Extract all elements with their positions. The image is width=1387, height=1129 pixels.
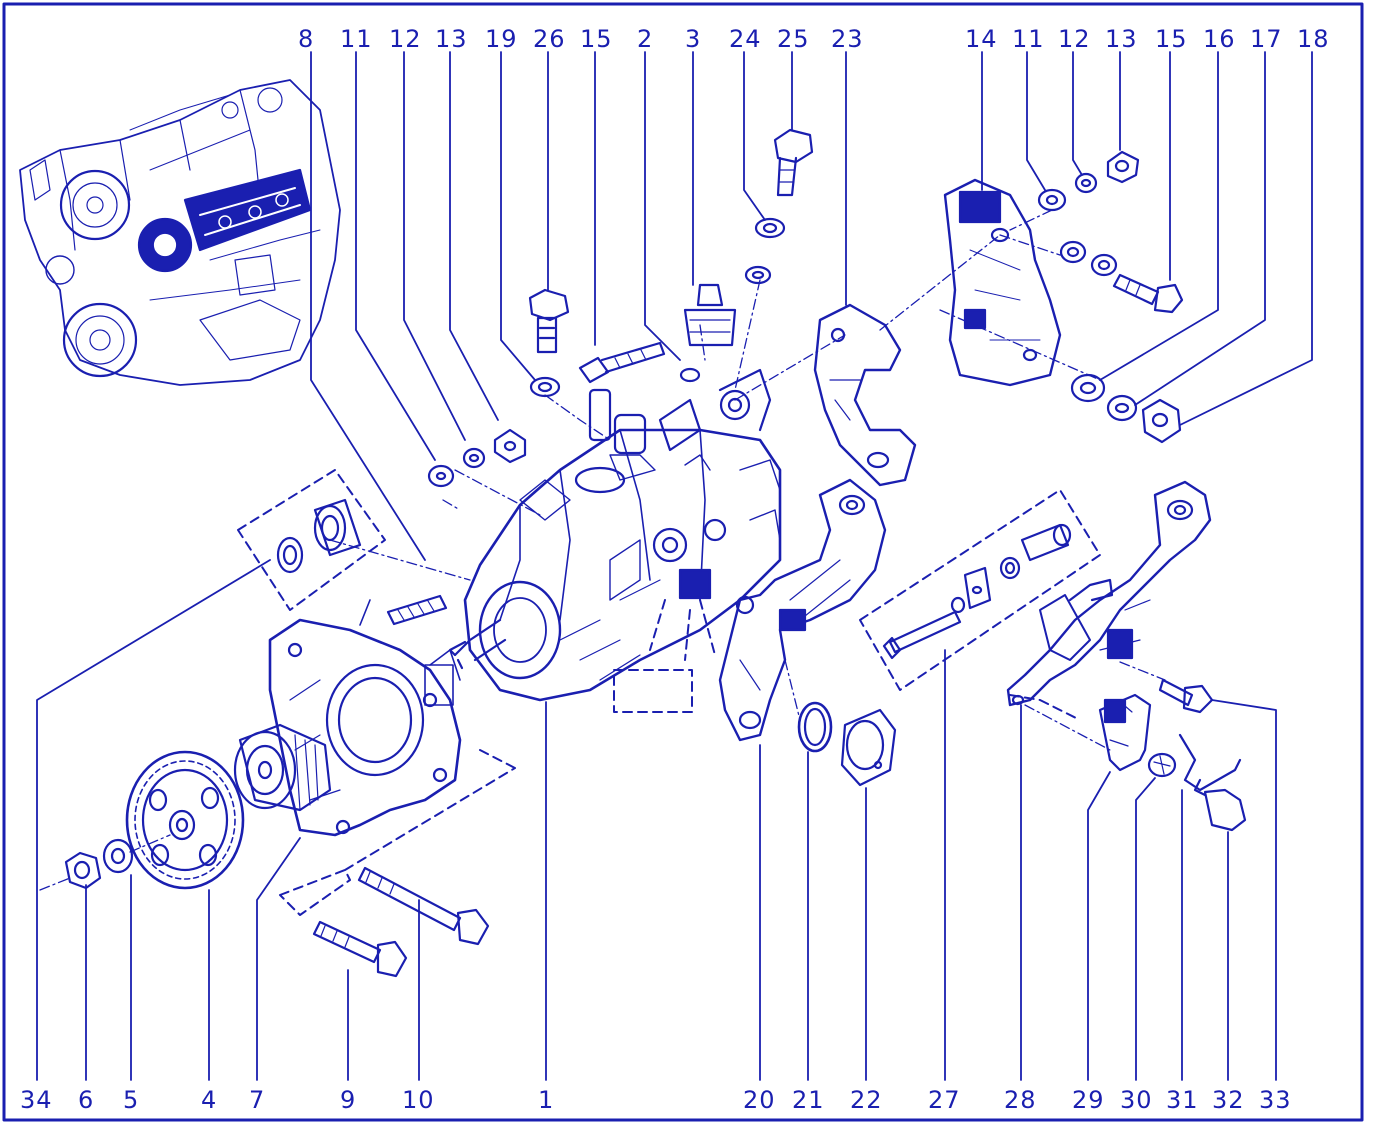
label-8: 8 [298, 25, 314, 53]
banjo-bolt-26 [528, 288, 570, 398]
bolt-33 [1158, 678, 1214, 714]
label-15-right: 15 [1155, 25, 1188, 53]
label-32: 32 [1212, 1086, 1245, 1114]
ring-21-plug-22 [797, 701, 897, 787]
leader-lines [36, 51, 1313, 1081]
label-4: 4 [201, 1086, 217, 1114]
label-11: 11 [340, 25, 373, 53]
label-27: 27 [928, 1086, 961, 1114]
label-20: 20 [743, 1086, 776, 1114]
label-13-right: 13 [1105, 25, 1138, 53]
adjuster-kit-27 [882, 523, 1072, 660]
label-25: 25 [777, 25, 810, 53]
top-labels-left: 8 11 12 13 19 26 15 2 3 24 25 23 [298, 25, 864, 53]
label-16: 16 [1203, 25, 1236, 53]
bolt-15 [578, 341, 666, 384]
label-21: 21 [792, 1086, 825, 1114]
label-30: 30 [1120, 1086, 1153, 1114]
bolt-25-washers-24 [744, 128, 814, 285]
bracket-14 [943, 178, 1062, 387]
lever-28 [1006, 480, 1212, 707]
label-13: 13 [435, 25, 468, 53]
right-fasteners-upper [1037, 150, 1184, 314]
timing-sprocket-4 [125, 750, 245, 890]
nut-6-washer-5 [64, 838, 134, 890]
label-1: 1 [538, 1086, 554, 1114]
label-18: 18 [1297, 25, 1330, 53]
label-3: 3 [685, 25, 701, 53]
label-22: 22 [850, 1086, 883, 1114]
label-23: 23 [831, 25, 864, 53]
top-labels-right: 14 11 12 13 15 16 17 18 [965, 25, 1330, 53]
alignment-lines [39, 209, 1166, 891]
label-17: 17 [1250, 25, 1283, 53]
label-6: 6 [78, 1086, 94, 1114]
label-2: 2 [637, 25, 653, 53]
label-19: 19 [485, 25, 518, 53]
label-9: 9 [340, 1086, 356, 1114]
pump-support-bracket-7 [268, 599, 462, 837]
stud-8 [386, 594, 448, 626]
label-26: 26 [533, 25, 566, 53]
label-29: 29 [1072, 1086, 1105, 1114]
bolt-9 [312, 920, 408, 978]
dashed-group-frames [237, 469, 1101, 916]
bottom-labels: 34 6 5 4 7 9 10 1 20 21 22 27 28 29 30 3… [20, 1086, 1292, 1114]
solenoid-valve-3 [679, 283, 737, 383]
label-12: 12 [389, 25, 422, 53]
label-31: 31 [1166, 1086, 1199, 1114]
diagram-border [2, 2, 1364, 1122]
label-33: 33 [1259, 1086, 1292, 1114]
seal-and-bush [276, 498, 362, 574]
plate-29-washer-30-spring-31-screw-32 [1098, 693, 1247, 832]
engine-overview-illustration [19, 79, 341, 386]
label-24: 24 [729, 25, 762, 53]
bolt-10 [357, 866, 490, 946]
bracket-23 [813, 303, 917, 487]
right-fasteners-lower [1070, 373, 1182, 444]
label-11-right: 11 [1012, 25, 1045, 53]
label-15: 15 [580, 25, 613, 53]
tensioner-roller [233, 723, 332, 812]
label-7: 7 [249, 1086, 265, 1114]
label-12-right: 12 [1058, 25, 1091, 53]
label-34: 34 [20, 1086, 53, 1114]
label-10: 10 [402, 1086, 435, 1114]
label-28: 28 [1004, 1086, 1037, 1114]
nut-washers-left [427, 428, 527, 488]
label-14: 14 [965, 25, 998, 53]
label-5: 5 [123, 1086, 139, 1114]
injection-pump-body [448, 368, 782, 702]
lever-bracket-20 [718, 478, 887, 742]
